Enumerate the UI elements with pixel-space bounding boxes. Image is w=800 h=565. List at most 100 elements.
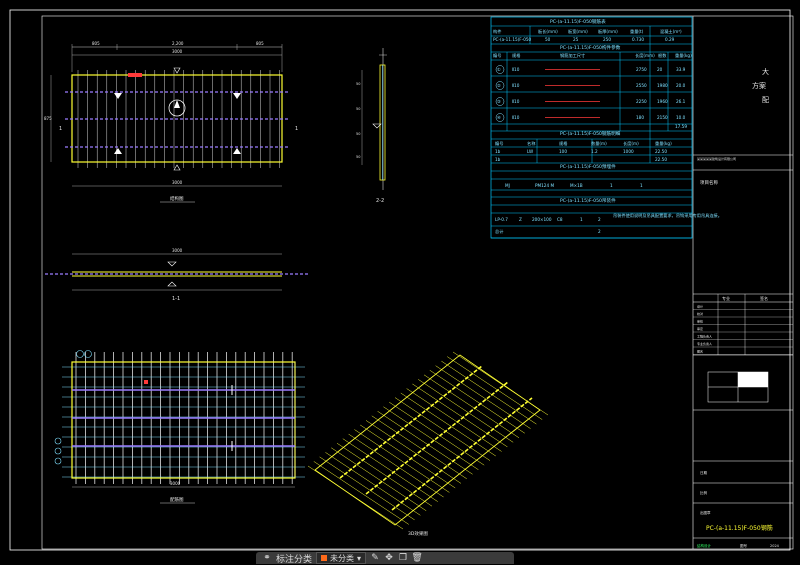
plan-dim-top-total: 3000 [172,49,183,54]
svg-text:②: ② [497,83,501,88]
svg-text:规格: 规格 [512,52,521,59]
delete-icon[interactable]: 🗑 [411,553,423,563]
svg-text:板长(mm): 板长(mm) [538,28,558,35]
svg-text:2250: 2250 [636,99,647,104]
svg-text:2550: 2550 [636,83,647,88]
svg-text:22.50: 22.50 [655,157,667,162]
svg-text:LP-0.7: LP-0.7 [495,217,508,222]
layers-icon[interactable]: ⚭ [263,553,271,563]
plan-dim-left: 875 [44,116,52,121]
svg-text:Ⅱ10: Ⅱ10 [512,67,520,72]
svg-text:2024: 2024 [770,544,780,548]
svg-text:1: 1 [580,217,583,222]
svg-text:Ⅱ10: Ⅱ10 [512,115,520,120]
category-color-swatch [321,555,328,561]
svg-text:20.0: 20.0 [676,83,686,88]
svg-text:名称: 名称 [527,140,535,147]
title-block[interactable]: 大 方案 配 某某某某某建筑设计有限公司 项目名称 专业 签名 设计校对审核审定… [692,16,793,549]
svg-text:2: 2 [598,217,601,222]
section-view-title: 1-1 [172,296,180,302]
svg-text:17.59: 17.59 [675,124,687,129]
plan-dim-top-right: 805 [256,41,264,46]
title-company-3: 配 [762,96,769,104]
svg-text:长度(m): 长度(m) [623,140,639,147]
svg-text:审定: 审定 [697,326,703,331]
svg-text:50: 50 [356,107,360,111]
svg-text:LW: LW [527,149,533,154]
svg-text:校对: 校对 [697,311,703,316]
plan-section-mark-right: 1 [295,126,298,132]
plan-dim-bottom: 3000 [172,180,183,185]
category-dropdown[interactable]: 未分类 ▾ [316,552,367,564]
svg-text:长度(mm): 长度(mm) [635,52,655,59]
svg-text:混凝土(m³): 混凝土(m³) [660,28,682,35]
isometric-view[interactable]: 3D效果图 [307,351,549,537]
copy-icon[interactable]: ❐ [398,553,408,563]
svg-text:250: 250 [603,37,611,42]
svg-text:50: 50 [356,132,360,136]
svg-text:PC-(a-11.15)F-050预埋件: PC-(a-11.15)F-050预埋件 [560,163,616,170]
svg-text:1000: 1000 [623,149,634,154]
rebar-schedule-table[interactable]: PC-(a-11.15)F-050钢筋表 构件 板长(mm) 板宽(mm) 板厚… [490,16,722,239]
title-company-2: 方案 [752,81,766,90]
svg-text:PC-(a-11.15)F-050: PC-(a-11.15)F-050 [493,37,532,42]
svg-text:Z: Z [519,217,522,222]
svg-text:2: 2 [598,229,601,234]
rebar-plan-view[interactable]: 3000 配筋图 [54,350,305,504]
svg-text:板厚(mm): 板厚(mm) [598,28,618,35]
svg-text:10.0: 10.0 [676,115,686,120]
svg-text:图名: 图名 [697,349,703,354]
rebar-view-title: 配筋图 [170,496,184,503]
section-view-1-1[interactable]: 3000 1-1 [45,248,308,302]
drawing-outer-frame [9,9,791,551]
svg-text:1: 1 [640,183,643,188]
table-title: PC-(a-11.15)F-050钢筋表 [550,18,606,25]
svg-text:设计: 设计 [697,304,703,309]
svg-text:2150: 2150 [657,115,668,120]
svg-text:审核: 审核 [697,319,703,324]
svg-text:重量(kg): 重量(kg) [655,140,672,147]
svg-text:数量(m): 数量(m) [591,140,607,147]
svg-text:工程负责人: 工程负责人 [697,334,712,339]
side-view-title: 2-2 [376,198,384,204]
svg-text:③: ③ [497,99,501,104]
annotation-category-label: 标注分类 [276,554,313,565]
svg-text:1960: 1960 [657,99,668,104]
svg-text:1980: 1980 [657,83,668,88]
sheet-number: PC-(a-11.15)F-050钢筋 [706,524,773,532]
svg-text:④: ④ [497,115,501,120]
svg-text:Ⅱ10: Ⅱ10 [512,99,520,104]
svg-text:吊装件使用说明及吊具配置要求，吊钩采用专用吊具连接。: 吊装件使用说明及吊具配置要求，吊钩采用专用吊具连接。 [613,212,722,219]
drawing-inner-frame [41,15,794,550]
edit-icon[interactable]: ✎ [371,553,379,563]
svg-text:PC-(a-11.15)F-050吊装件: PC-(a-11.15)F-050吊装件 [560,197,616,204]
svg-text:26.1: 26.1 [676,99,686,104]
svg-text:0.29: 0.29 [665,37,675,42]
svg-text:PM124 M: PM124 M [535,183,554,188]
svg-text:比例: 比例 [700,490,708,495]
svg-text:20: 20 [657,67,663,72]
svg-text:钢筋加工尺寸: 钢筋加工尺寸 [560,52,585,59]
svg-text:1b: 1b [495,149,501,154]
svg-text:出图章: 出图章 [700,510,711,515]
svg-text:日期: 日期 [700,470,708,475]
plan-dim-top-mid: 2,200 [172,41,184,46]
side-view-2-2[interactable]: 50 50 50 50 2-2 [356,48,387,204]
svg-text:25: 25 [573,37,579,42]
svg-text:33.9: 33.9 [676,67,686,72]
svg-text:PC-(a-11.15)F-050钢筋明细: PC-(a-11.15)F-050钢筋明细 [560,130,621,137]
svg-text:50: 50 [356,155,360,159]
svg-text:重量(t): 重量(t) [630,28,644,35]
svg-text:构件: 构件 [493,28,501,35]
plan-view[interactable]: 805 2,200 805 3000 875 1 1 3000 结构图 [44,41,298,203]
svg-text:重量(kg): 重量(kg) [675,52,692,59]
move-icon[interactable]: ✥ [385,553,393,563]
svg-text:C8: C8 [557,217,563,222]
svg-text:3000: 3000 [170,481,181,486]
svg-text:规格: 规格 [559,140,568,147]
svg-text:总计: 总计 [495,228,503,235]
plan-section-mark-left: 1 [59,126,62,132]
svg-text:180: 180 [636,115,644,120]
category-selected: 未分类 [330,553,355,563]
